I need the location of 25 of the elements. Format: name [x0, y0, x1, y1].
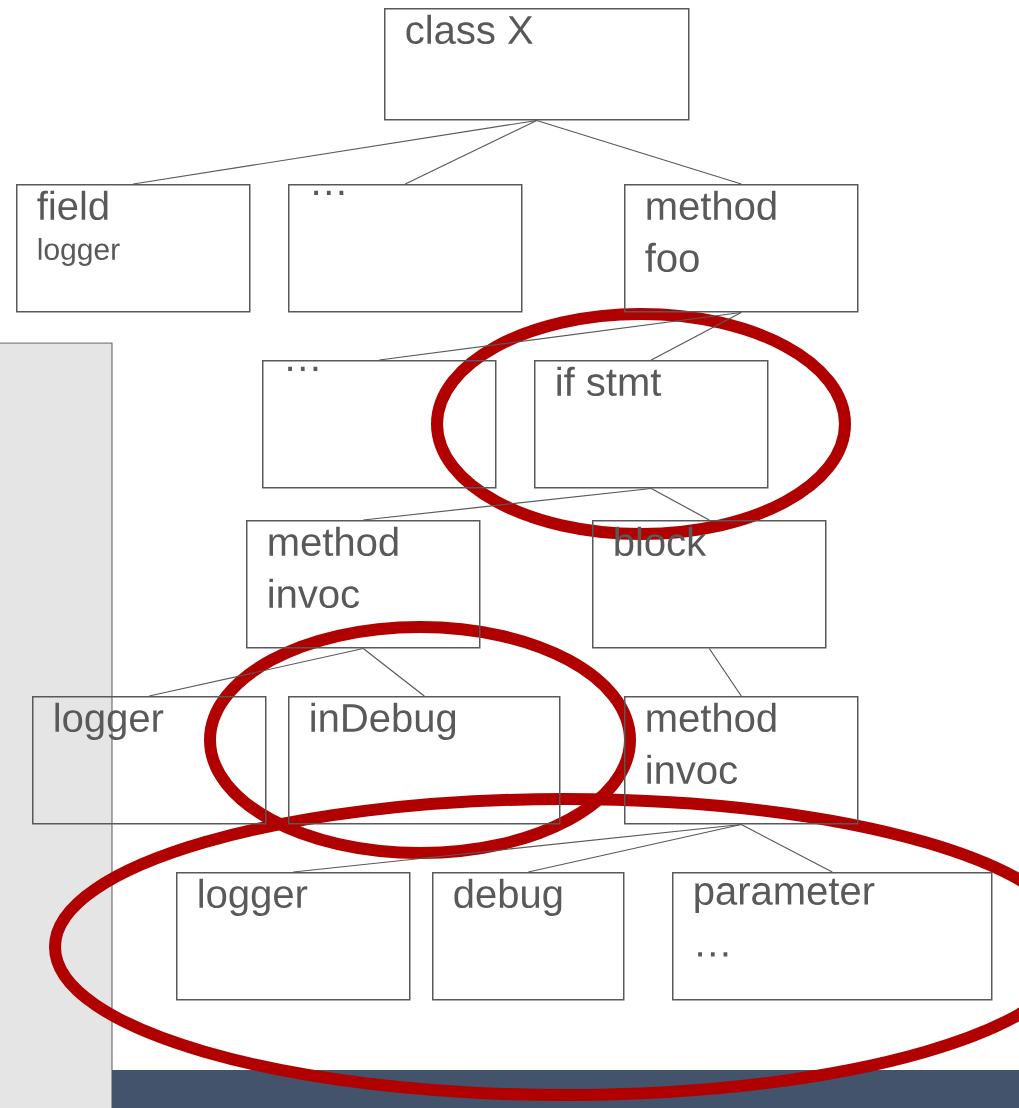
tree-node-box: method invoc — [246, 520, 481, 649]
tree-edge — [362, 487, 652, 521]
tree-edge — [740, 823, 833, 873]
tree-node-box: … — [262, 360, 497, 489]
tree-node-box: debug — [432, 872, 625, 1001]
tree-edge — [362, 647, 425, 697]
tree-node-box: … — [288, 184, 523, 313]
tree-node-box: logger — [176, 872, 411, 1001]
tree-edge — [378, 311, 742, 361]
tree-node-box: logger — [32, 696, 267, 825]
tree-edge — [650, 311, 742, 361]
tree-node-box: method foo — [624, 184, 859, 313]
tree-edge — [708, 647, 742, 697]
tree-node-box: class X — [384, 8, 690, 121]
tree-node-box: method invoc — [624, 696, 859, 825]
tree-edge — [132, 119, 538, 185]
tree-node-box: field logger — [16, 184, 251, 313]
tree-edge — [404, 119, 538, 185]
tree-edge — [536, 119, 742, 185]
tree-edge — [148, 647, 364, 697]
tree-node-box: inDebug — [288, 696, 561, 825]
tree-node-box: if stmt — [534, 360, 769, 489]
tree-node-box: parameter … — [672, 872, 993, 1001]
tree-edge — [527, 823, 742, 873]
tree-edge — [650, 487, 710, 521]
